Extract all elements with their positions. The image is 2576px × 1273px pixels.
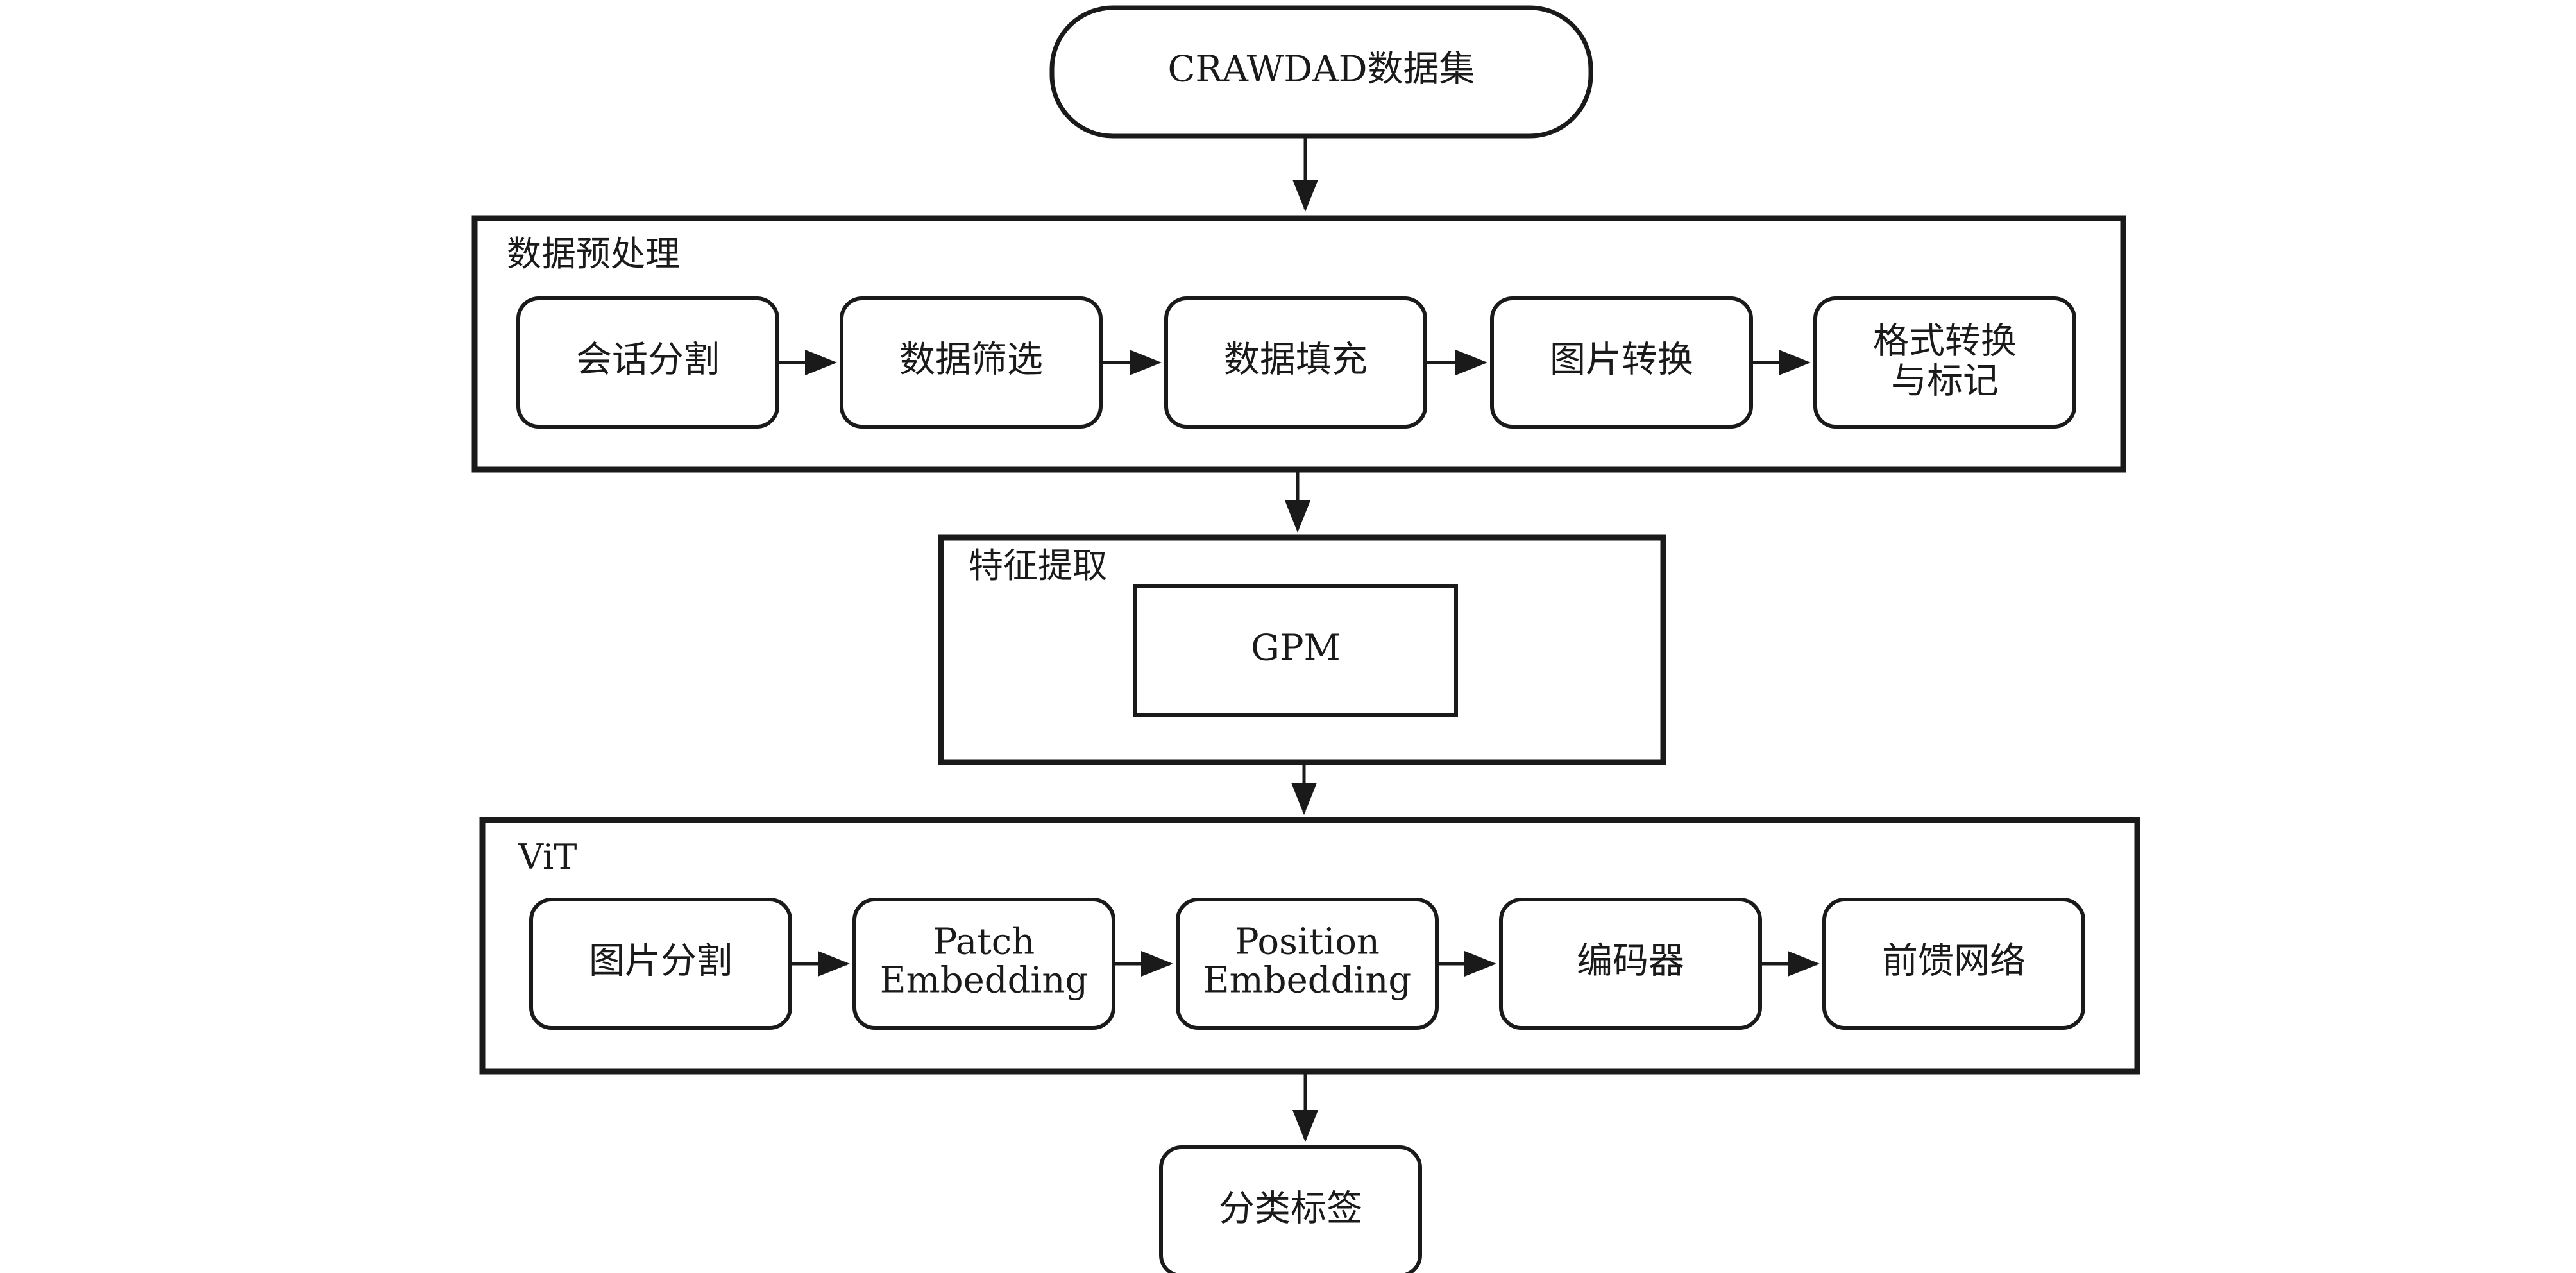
output-node: 分类标签 xyxy=(1159,1145,1422,1273)
vit-step-label-line1: Patch xyxy=(933,921,1035,963)
feature-extraction-group: 特征提取 GPM xyxy=(938,534,1666,765)
source-node-label: CRAWDAD数据集 xyxy=(1168,49,1475,90)
vit-step-image-split: 图片分割 xyxy=(529,898,792,1030)
vit-step-label-line2: Embedding xyxy=(880,960,1089,1002)
vit-step-patch-embedding: Patch Embedding xyxy=(852,898,1115,1030)
preprocessing-step-data-filter: 数据筛选 xyxy=(840,296,1103,429)
vit-step-position-embedding: Position Embedding xyxy=(1176,898,1439,1030)
gpm-module: GPM xyxy=(1133,584,1458,717)
preprocessing-step-format-and-label: 格式转换 与标记 xyxy=(1813,296,2076,429)
vit-step-label-line2: Embedding xyxy=(1203,960,1412,1002)
source-node: CRAWDAD数据集 xyxy=(1049,5,1593,139)
preprocessing-title: 数据预处理 xyxy=(507,234,680,274)
preprocessing-step-label-line1: 格式转换 xyxy=(1873,321,2017,363)
preprocessing-step-data-fill: 数据填充 xyxy=(1164,296,1427,429)
vit-step-label: 前馈网络 xyxy=(1882,941,2026,982)
preprocessing-step-label-line2: 与标记 xyxy=(1891,361,1999,402)
preprocessing-step-session-split: 会话分割 xyxy=(516,296,779,429)
feature-extraction-title: 特征提取 xyxy=(969,545,1107,586)
vit-step-encoder: 编码器 xyxy=(1499,898,1762,1030)
vit-step-label-line1: Position xyxy=(1235,921,1380,963)
preprocessing-step-label: 图片转换 xyxy=(1550,339,1693,381)
gpm-module-label: GPM xyxy=(1251,628,1341,669)
preprocessing-group: 数据预处理 会话分割 数据筛选 数据填充 图片转换 格式转换 与标记 xyxy=(471,215,2126,473)
vit-step-label: 编码器 xyxy=(1577,941,1684,982)
vit-step-feedforward: 前馈网络 xyxy=(1822,898,2085,1030)
output-node-label: 分类标签 xyxy=(1219,1188,1362,1230)
preprocessing-step-label: 会话分割 xyxy=(576,339,720,381)
vit-step-label: 图片分割 xyxy=(589,941,733,982)
preprocessing-step-image-conversion: 图片转换 xyxy=(1490,296,1753,429)
preprocessing-step-label: 数据填充 xyxy=(1224,339,1368,381)
preprocessing-step-label: 数据筛选 xyxy=(899,339,1043,381)
vit-group: ViT 图片分割 Patch Embedding Position Embedd… xyxy=(479,817,2140,1075)
vit-title: ViT xyxy=(518,837,577,877)
